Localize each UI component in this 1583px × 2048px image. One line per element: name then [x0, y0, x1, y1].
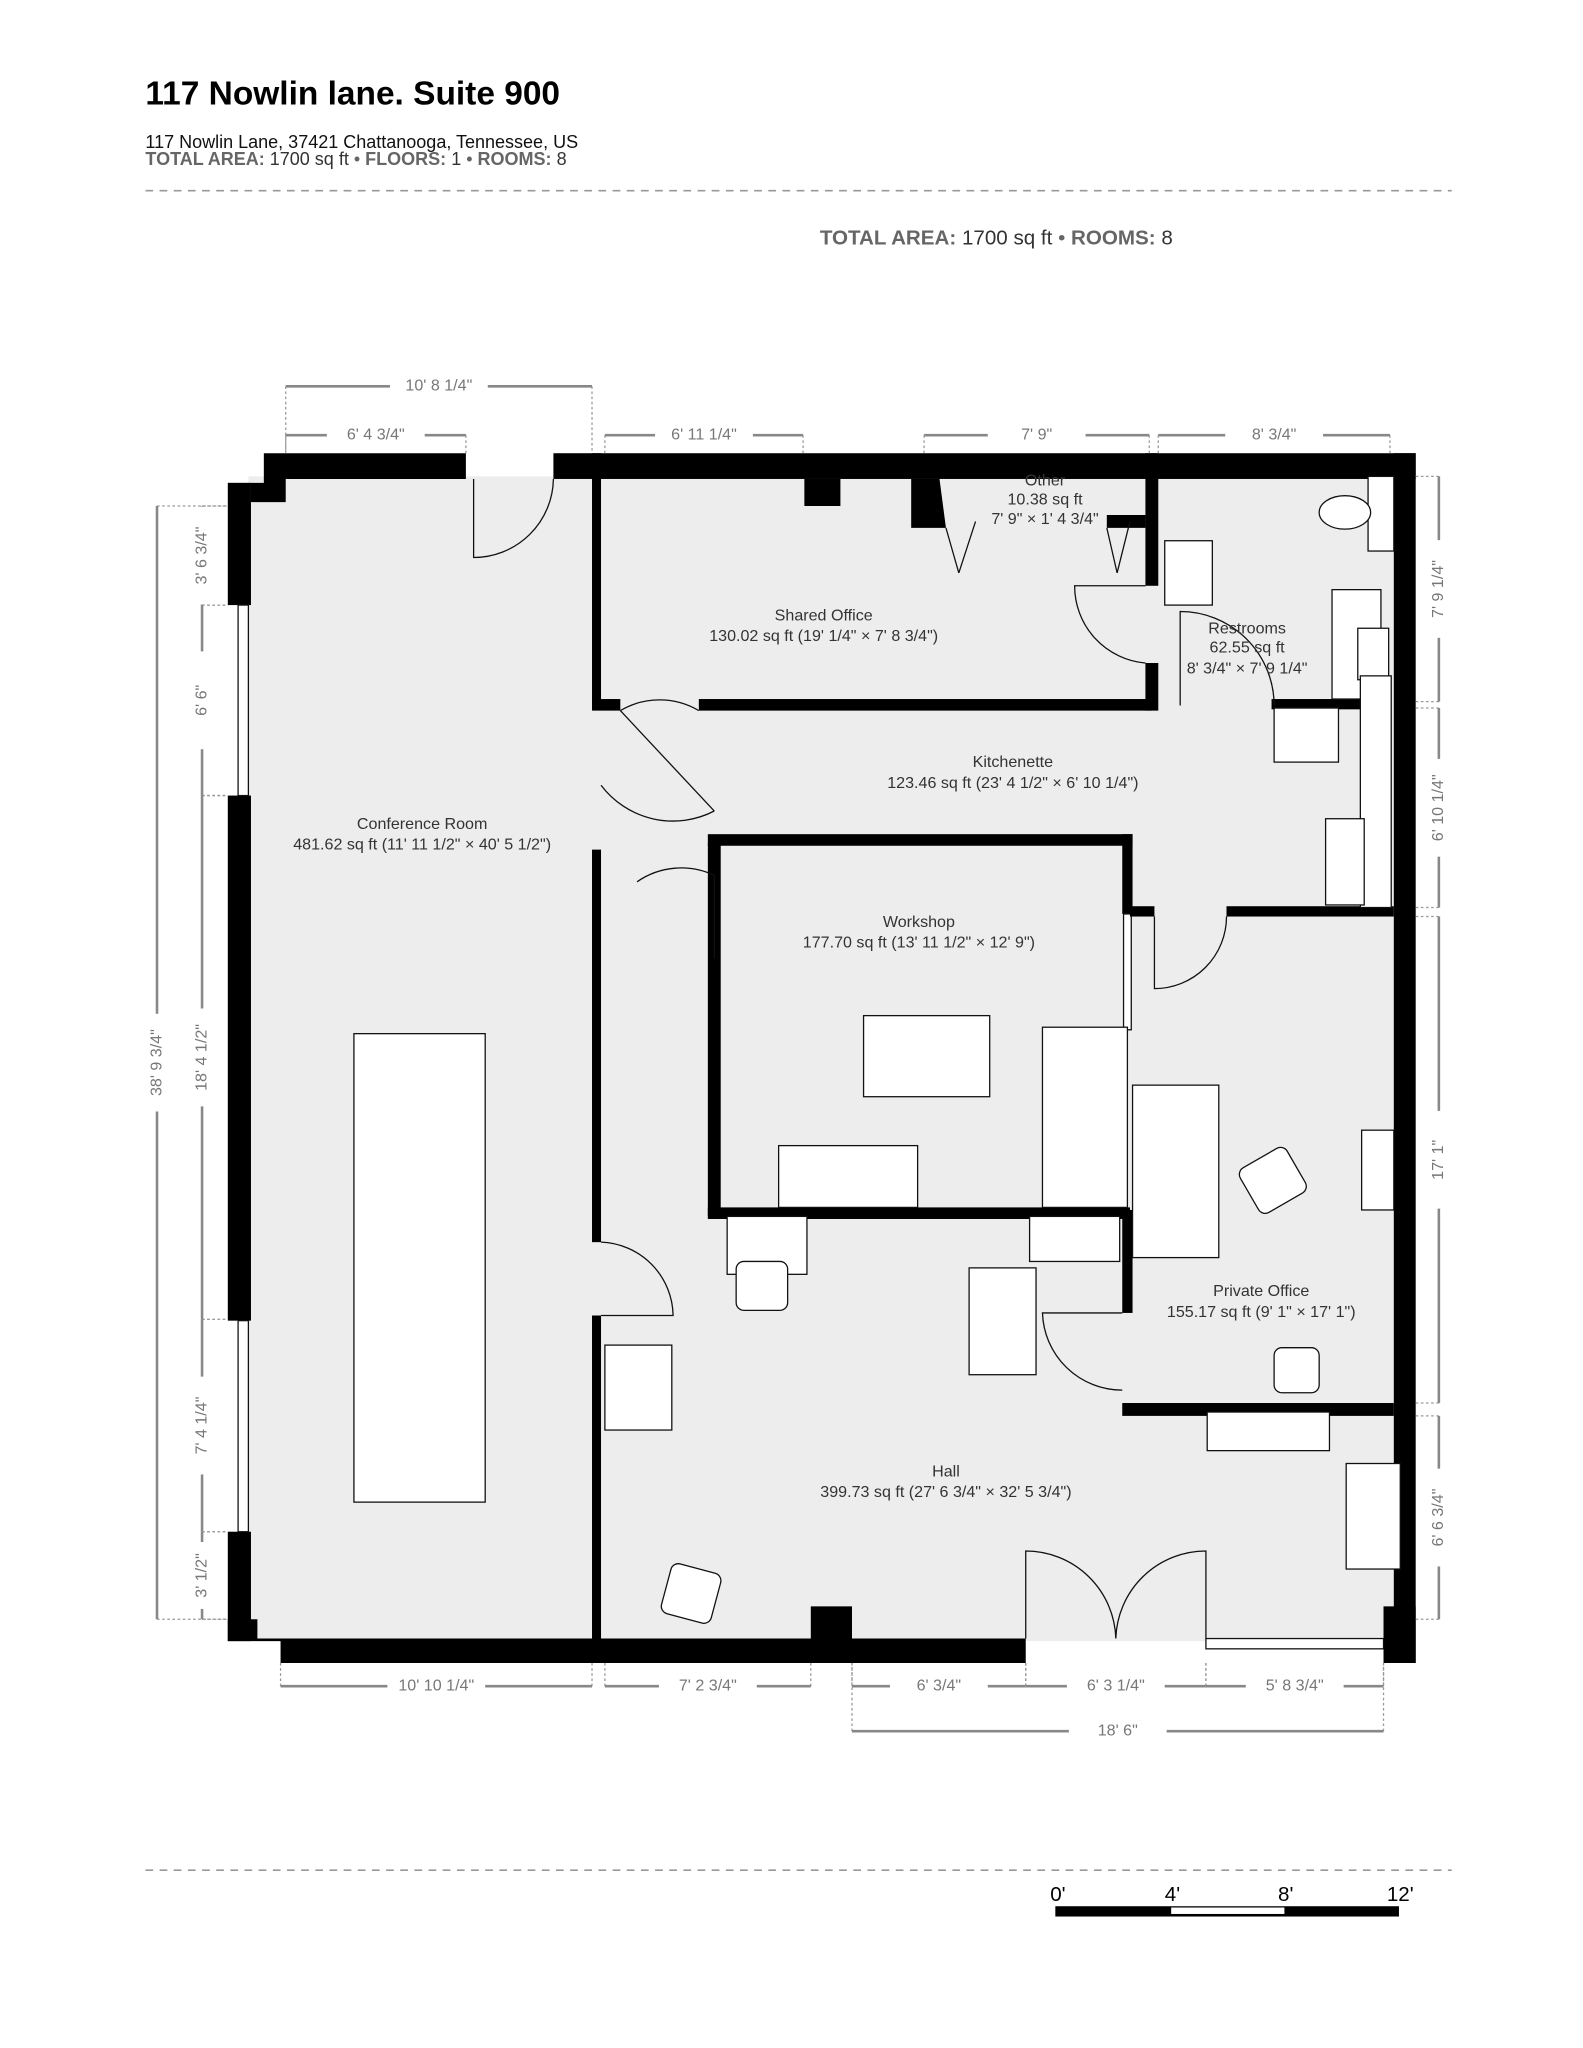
window: [237, 1320, 250, 1533]
dimension-label: 5' 8 3/4": [1266, 1676, 1324, 1694]
plan-total-area-value: 1700 sq ft: [962, 227, 1053, 250]
walls: [227, 453, 1416, 1663]
separator: •: [466, 149, 472, 169]
room-area: 155.17 sq ft (9' 1" × 17' 1"): [1167, 1303, 1356, 1321]
dimension-label: 7' 9 1/4": [1429, 560, 1447, 618]
dimension-label: 17' 1": [1429, 1139, 1447, 1179]
room-name: Private Office: [1213, 1282, 1309, 1300]
floors-label: FLOORS:: [365, 149, 446, 169]
room-labels: Other 10.38 sq ft 7' 9" × 1' 4 3/4" Shar…: [293, 471, 1355, 1501]
room-area: 481.62 sq ft (11' 11 1/2" × 40' 5 1/2"): [293, 836, 551, 854]
room-area: 130.02 sq ft (19' 1/4" × 7' 8 3/4"): [709, 627, 938, 645]
dimension-label: 18' 4 1/2": [192, 1024, 210, 1091]
scale-label: 4': [1165, 1883, 1180, 1906]
dimension-label: 3' 6 3/4": [192, 526, 210, 584]
plan-rooms-value: 8: [1161, 227, 1172, 250]
separator: •: [354, 149, 360, 169]
dimension-label: 7' 9": [1021, 425, 1052, 443]
doors: [472, 478, 1275, 1639]
header-summary: TOTAL AREA: 1700 sq ft • FLOORS: 1 • ROO…: [145, 149, 566, 169]
dimension-label: 7' 4 1/4": [192, 1396, 210, 1454]
scale-bar: 0' 4' 8' 12': [1050, 1883, 1414, 1917]
dimension-label: 10' 10 1/4": [398, 1676, 474, 1694]
window: [237, 604, 250, 797]
page-title: 117 Nowlin lane. Suite 900: [145, 75, 560, 112]
dimension-label: 6' 11 1/4": [671, 425, 737, 443]
toilet-tank: [1367, 475, 1395, 552]
room-area: 62.55 sq ft: [1210, 639, 1286, 657]
desk: [777, 1144, 919, 1209]
rooms-label: ROOMS:: [478, 149, 552, 169]
chair-icon: [1273, 1347, 1320, 1394]
room-area: 10.38 sq ft: [1007, 491, 1083, 509]
room-name: Workshop: [883, 913, 955, 931]
room-name: Restrooms: [1208, 619, 1286, 637]
window: [1205, 1637, 1385, 1650]
room-area: 399.73 sq ft (27' 6 3/4" × 32' 5 3/4"): [820, 1483, 1071, 1501]
dimension-label: 6' 6": [192, 684, 210, 715]
total-area-label: TOTAL AREA:: [145, 149, 264, 169]
scale-label: 0': [1050, 1883, 1065, 1906]
rooms-value: 8: [557, 149, 567, 169]
total-area-value: 1700 sq ft: [270, 149, 349, 169]
plan-total-area-label: TOTAL AREA:: [820, 227, 956, 250]
cabinet: [604, 1344, 673, 1431]
cabinet: [1041, 1026, 1129, 1209]
room-name: Other: [1025, 471, 1066, 489]
chair-icon: [735, 1260, 789, 1311]
dimension-lines: 10' 8 1/4" 6' 4 3/4" 6' 11 1/4" 7' 9" 8' 3/4…: [147, 377, 1447, 1740]
sink: [1357, 627, 1390, 681]
dimension-label: 18' 6": [1098, 1721, 1138, 1739]
scale-label: 12': [1387, 1883, 1414, 1906]
desk: [1131, 1084, 1220, 1259]
toilet-bowl: [1318, 495, 1372, 530]
room-dims: 8' 3/4" × 7' 9 1/4": [1187, 659, 1308, 677]
scale-bar-segment: [1171, 1907, 1285, 1914]
workshop-table: [862, 1014, 991, 1098]
room-name: Conference Room: [357, 815, 487, 833]
floors-value: 1: [451, 149, 461, 169]
chair-icon: [1238, 1146, 1307, 1214]
plan-rooms-label: ROOMS:: [1071, 227, 1156, 250]
dimension-label: 6' 3 1/4": [1087, 1676, 1145, 1694]
counter: [1359, 675, 1392, 909]
cabinet: [1345, 1462, 1401, 1570]
room-area: 177.70 sq ft (13' 11 1/2" × 12' 9"): [803, 933, 1035, 951]
dimension-label: 7' 2 3/4": [679, 1676, 737, 1694]
conference-table: [353, 1033, 486, 1503]
plan-summary: TOTAL AREA: 1700 sq ft • ROOMS: 8: [820, 227, 1173, 250]
dimension-label: 6' 6 3/4": [1429, 1488, 1447, 1546]
room-area: 123.46 sq ft (23' 4 1/2" × 6' 10 1/4"): [887, 774, 1138, 792]
furniture: [353, 475, 1401, 1624]
dimension-label: 3' 1/2": [192, 1553, 210, 1598]
room-name: Shared Office: [775, 607, 873, 625]
desk: [1028, 1215, 1121, 1263]
desk: [968, 1267, 1037, 1376]
dimension-label: 38' 9 3/4": [147, 1029, 165, 1096]
chair-icon: [660, 1563, 722, 1624]
room-dims: 7' 9" × 1' 4 3/4": [991, 510, 1099, 528]
fridge: [1324, 818, 1365, 906]
room-name: Hall: [932, 1462, 960, 1480]
dimension-label: 6' 3/4": [917, 1676, 962, 1694]
room-name: Kitchenette: [973, 753, 1054, 771]
dimension-label: 8' 3/4": [1252, 425, 1297, 443]
dimension-label: 10' 8 1/4": [405, 377, 472, 395]
scale-label: 8': [1278, 1883, 1293, 1906]
dimension-label: 6' 10 1/4": [1429, 774, 1447, 841]
dimension-label: 6' 4 3/4": [347, 425, 405, 443]
shelving: [1206, 1411, 1331, 1452]
appliance: [1273, 707, 1340, 763]
separator: •: [1058, 227, 1065, 250]
address: 117 Nowlin Lane, 37421 Chattanooga, Tenn…: [145, 132, 578, 152]
sink-cabinet: [1164, 540, 1213, 606]
shelving: [1360, 1129, 1395, 1211]
